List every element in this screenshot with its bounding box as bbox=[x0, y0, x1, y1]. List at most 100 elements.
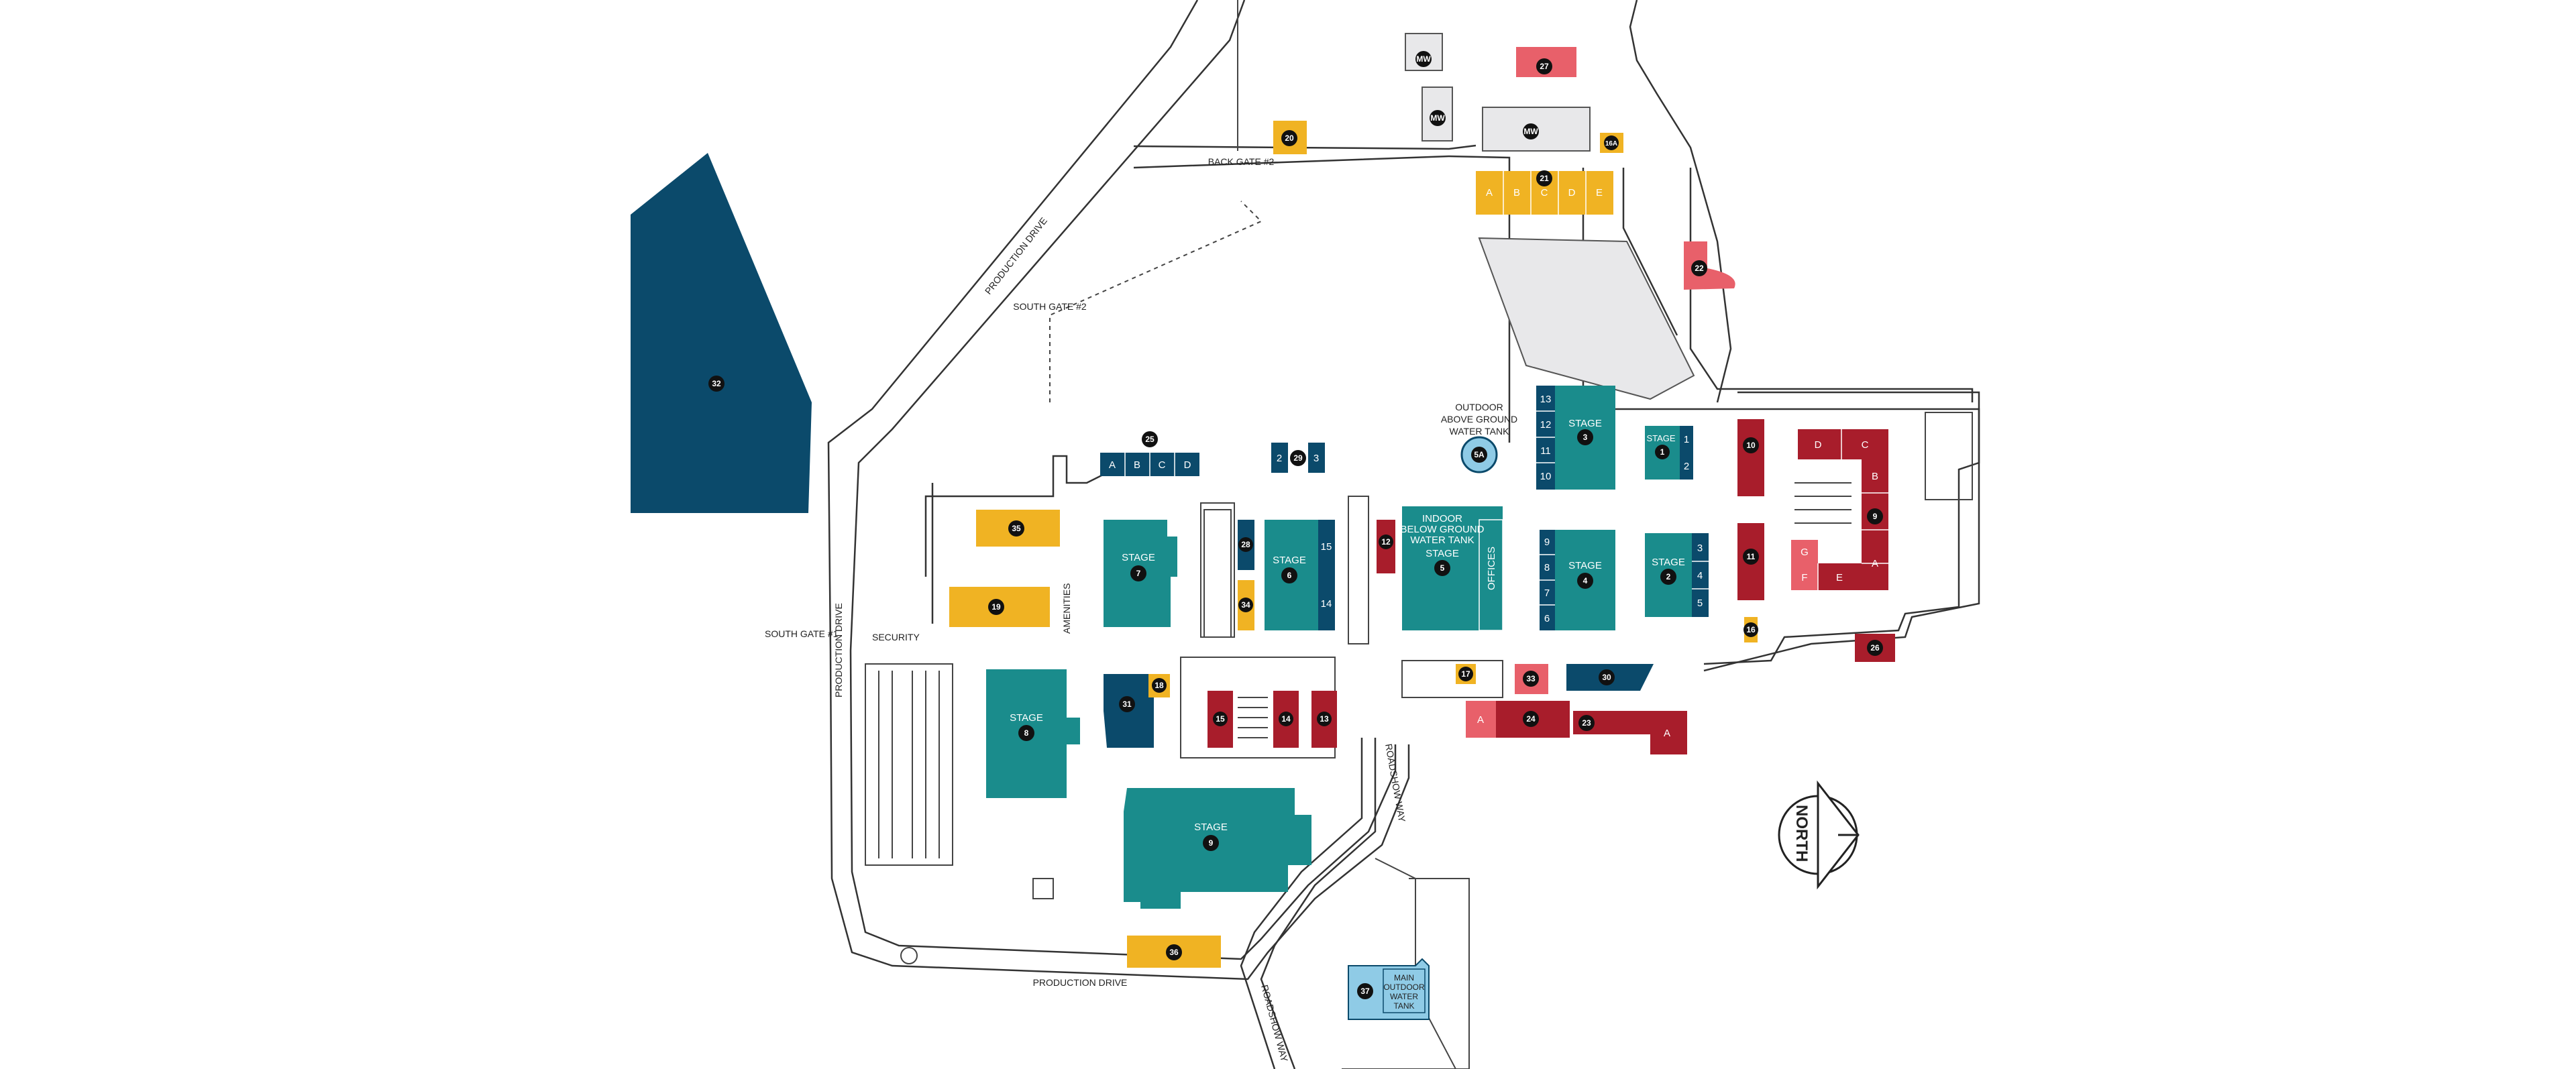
svg-text:A: A bbox=[1486, 187, 1493, 199]
marker-26: 26 bbox=[1870, 643, 1880, 653]
marker-19: 19 bbox=[991, 602, 1001, 612]
marker-7: 7 bbox=[1136, 569, 1141, 578]
marker-17: 17 bbox=[1461, 669, 1470, 679]
svg-text:BELOW GROUND: BELOW GROUND bbox=[1400, 524, 1484, 535]
marker-11: 11 bbox=[1747, 552, 1756, 561]
stage-3-bays[interactable]: 13 12 11 10 bbox=[1536, 386, 1555, 490]
building-10[interactable] bbox=[1737, 419, 1764, 496]
marker-34: 34 bbox=[1241, 600, 1250, 610]
production-drive-bottom: PRODUCTION DRIVE bbox=[1033, 977, 1128, 988]
stage-6-bays[interactable] bbox=[1318, 520, 1335, 630]
svg-text:10: 10 bbox=[1540, 471, 1552, 482]
security-label: SECURITY bbox=[872, 632, 920, 642]
marker-2: 2 bbox=[1666, 572, 1671, 581]
marker-35: 35 bbox=[1012, 524, 1021, 533]
amenities-label: AMENITIES bbox=[1061, 583, 1072, 634]
svg-text:A: A bbox=[1109, 459, 1116, 471]
svg-text:WATER: WATER bbox=[1390, 992, 1418, 1001]
back-gate-label: BACK GATE #2 bbox=[1208, 156, 1275, 167]
marker-8: 8 bbox=[1024, 728, 1029, 738]
svg-text:B: B bbox=[1134, 459, 1140, 471]
marker-stage-9: 9 bbox=[1209, 838, 1214, 848]
marker-mw-2: MW bbox=[1430, 113, 1445, 123]
svg-text:13: 13 bbox=[1540, 394, 1552, 405]
svg-text:A: A bbox=[1664, 728, 1670, 739]
svg-text:3: 3 bbox=[1697, 543, 1703, 554]
lot-32[interactable] bbox=[631, 153, 812, 513]
building-9[interactable]: D C B A E F G bbox=[1791, 429, 1888, 590]
outdoor-tank-label-3: WATER TANK bbox=[1450, 426, 1510, 437]
svg-text:5: 5 bbox=[1697, 598, 1703, 609]
stage-1-bays[interactable] bbox=[1680, 426, 1693, 480]
marker-13: 13 bbox=[1320, 714, 1329, 724]
stage-9[interactable] bbox=[1124, 788, 1311, 909]
south-gate-2-label: SOUTH GATE #2 bbox=[1013, 301, 1087, 312]
svg-text:STAGE: STAGE bbox=[1122, 552, 1155, 563]
building-25[interactable]: A B C D bbox=[1100, 453, 1199, 476]
svg-text:WATER TANK: WATER TANK bbox=[1410, 534, 1474, 546]
marker-16: 16 bbox=[1746, 625, 1756, 634]
svg-text:B: B bbox=[1872, 471, 1878, 482]
building-29-2[interactable] bbox=[1271, 443, 1288, 473]
svg-text:STAGE: STAGE bbox=[1568, 560, 1602, 571]
svg-text:STAGE: STAGE bbox=[1652, 557, 1685, 568]
marker-27: 27 bbox=[1540, 62, 1549, 71]
svg-text:F: F bbox=[1801, 572, 1807, 583]
svg-text:D: D bbox=[1815, 439, 1822, 451]
building-29-3[interactable] bbox=[1308, 443, 1325, 473]
mw-building-2[interactable] bbox=[1421, 87, 1453, 142]
building-23[interactable] bbox=[1573, 711, 1687, 754]
marker-mw-3: MW bbox=[1523, 127, 1538, 136]
marker-1: 1 bbox=[1660, 447, 1665, 457]
marker-18: 18 bbox=[1155, 681, 1164, 690]
marker-22: 22 bbox=[1695, 264, 1704, 273]
svg-text:A: A bbox=[1477, 714, 1484, 726]
svg-text:STAGE: STAGE bbox=[1010, 712, 1043, 724]
svg-text:8: 8 bbox=[1544, 562, 1550, 573]
svg-text:2: 2 bbox=[1684, 461, 1689, 472]
marker-36: 36 bbox=[1169, 948, 1179, 957]
offices-label: OFFICES bbox=[1486, 547, 1497, 590]
marker-28: 28 bbox=[1241, 540, 1250, 549]
svg-text:INDOOR: INDOOR bbox=[1422, 513, 1462, 524]
production-drive-left: PRODUCTION DRIVE bbox=[833, 603, 844, 697]
svg-text:14: 14 bbox=[1321, 598, 1332, 610]
marker-9: 9 bbox=[1873, 512, 1878, 521]
marker-5a: 5A bbox=[1474, 450, 1485, 459]
svg-text:15: 15 bbox=[1321, 541, 1332, 553]
marker-mw-1: MW bbox=[1416, 54, 1431, 64]
stage-4-bays[interactable]: 9 8 7 6 bbox=[1540, 530, 1555, 630]
marker-10: 10 bbox=[1746, 441, 1756, 450]
roundabout-icon bbox=[900, 947, 918, 964]
svg-text:3: 3 bbox=[1313, 453, 1319, 464]
marker-33: 33 bbox=[1526, 674, 1536, 683]
marker-37: 37 bbox=[1360, 987, 1370, 996]
marker-32: 32 bbox=[712, 379, 721, 388]
marker-5: 5 bbox=[1440, 563, 1445, 573]
stage-5-offices[interactable] bbox=[1479, 519, 1503, 631]
svg-text:STAGE: STAGE bbox=[1426, 548, 1459, 559]
svg-text:MAIN: MAIN bbox=[1394, 973, 1414, 982]
svg-text:STAGE: STAGE bbox=[1273, 555, 1306, 566]
marker-4: 4 bbox=[1583, 576, 1588, 585]
svg-text:11: 11 bbox=[1540, 445, 1551, 457]
svg-text:STAGE: STAGE bbox=[1568, 418, 1602, 429]
svg-text:E: E bbox=[1596, 187, 1603, 199]
stage-2-bays[interactable]: 3 4 5 bbox=[1692, 533, 1709, 617]
marker-21: 21 bbox=[1540, 174, 1549, 183]
svg-text:TANK: TANK bbox=[1393, 1001, 1414, 1011]
svg-text:1: 1 bbox=[1684, 434, 1689, 445]
roadshow-way-top: ROADSHOW WAY bbox=[1383, 743, 1407, 824]
svg-text:12: 12 bbox=[1540, 419, 1552, 431]
parking-gray bbox=[1478, 237, 1695, 400]
marker-30: 30 bbox=[1602, 673, 1611, 682]
svg-text:4: 4 bbox=[1697, 570, 1703, 581]
south-gate-1-label: SOUTH GATE #1 bbox=[765, 628, 839, 639]
marker-12: 12 bbox=[1381, 537, 1391, 547]
marker-29: 29 bbox=[1293, 453, 1303, 463]
building-22[interactable] bbox=[1684, 241, 1735, 290]
outdoor-tank-label-2: ABOVE GROUND bbox=[1441, 414, 1517, 425]
svg-text:9: 9 bbox=[1544, 537, 1550, 548]
north-compass: NORTH bbox=[1778, 780, 1860, 890]
